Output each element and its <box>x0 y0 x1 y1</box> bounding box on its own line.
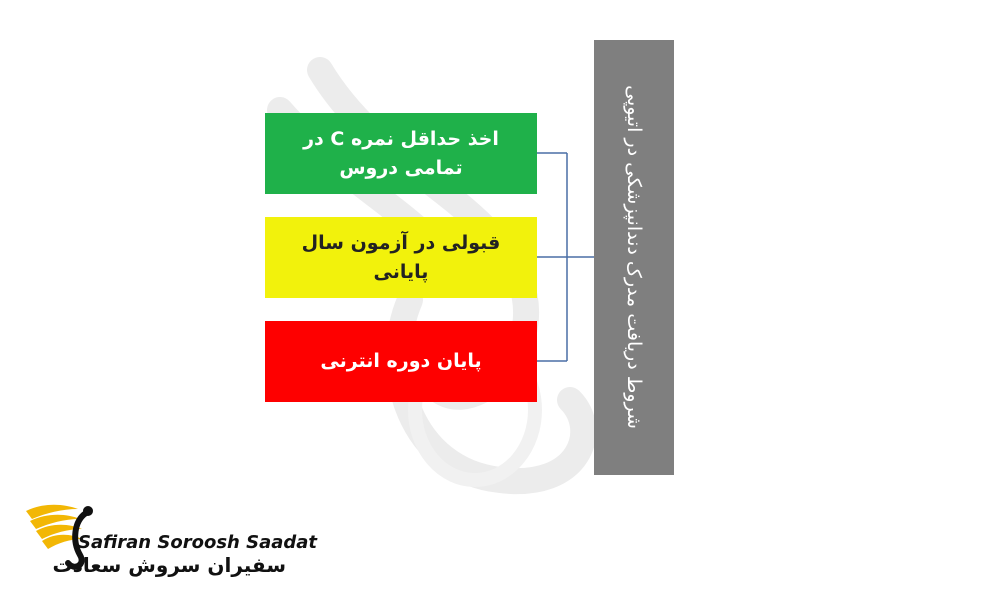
swan-wings-logo-icon <box>26 504 93 570</box>
header-bar <box>594 40 674 475</box>
condition-label: اخذ حداقل نمره C در تمامی دروس <box>303 128 499 179</box>
condition-box-final-exam: قبولی در آزمون سال پایانی <box>265 217 537 298</box>
brand-name-fa: سفیران سروش سعادت <box>52 553 287 577</box>
condition-label: پایان دوره انترنی <box>320 350 482 373</box>
condition-label: قبولی در آزمون سال پایانی <box>301 232 501 283</box>
condition-box-min-grade: اخذ حداقل نمره C در تمامی دروس <box>265 113 537 194</box>
header-title: شروط دریافت مدرک دندانپزشکی در اتیوپی <box>623 85 645 429</box>
brand-name-en: Safiran Soroosh Saadat <box>78 532 318 553</box>
condition-box-internship: پایان دوره انترنی <box>265 321 537 402</box>
